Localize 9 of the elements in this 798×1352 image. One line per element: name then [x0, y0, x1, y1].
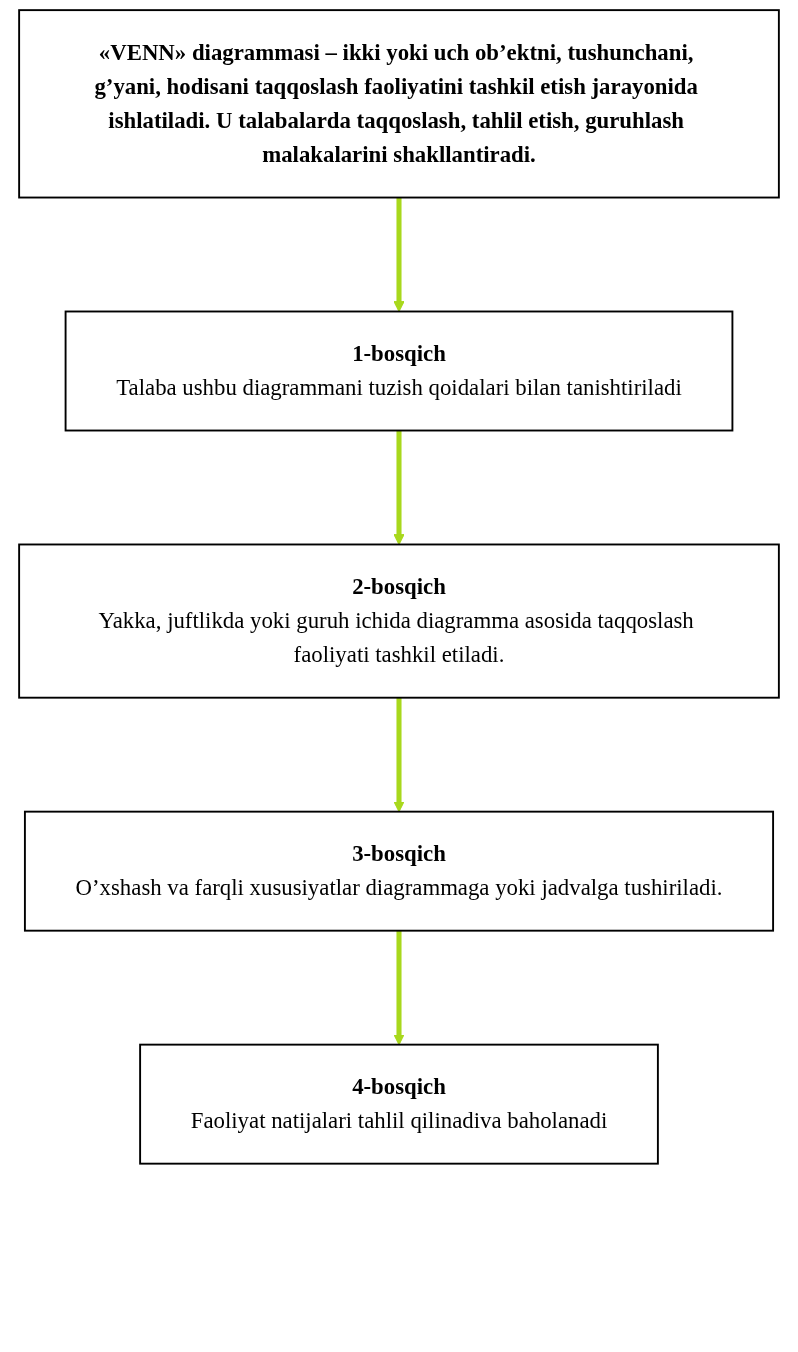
node-box: 2-bosqich Yakka, juftlikda yoki guruh ichida diagramma asosida taqqoslash faoliyati tashkil etiladi.	[18, 543, 780, 699]
node-box: 4-bosqich Faoliyat natijalari tahlil qilinadiva baholanadi	[139, 1043, 659, 1165]
node-box: «VENN» diagrammasi – ikki yoki uch ob’ektni, tushunchani, g’yani, hodisani taqqoslash faoliyatini tashkil etish jarayonida ishlatiladi. U talabalarda taqqoslash, tahlil etish, guruhlash malakalarini shakllantiradi.	[18, 9, 780, 199]
arrow	[393, 930, 405, 1046]
node-box: 1-bosqich Talaba ushbu diagrammani tuzish qoidalari bilan tanishtiriladi	[64, 310, 734, 432]
arrow	[393, 197, 405, 312]
arrow	[393, 430, 405, 545]
arrow	[393, 697, 405, 813]
node-box: 3-bosqich O’xshash va farqli xususiyatlar diagrammaga yoki jadvalga tushiriladi.	[23, 810, 775, 932]
